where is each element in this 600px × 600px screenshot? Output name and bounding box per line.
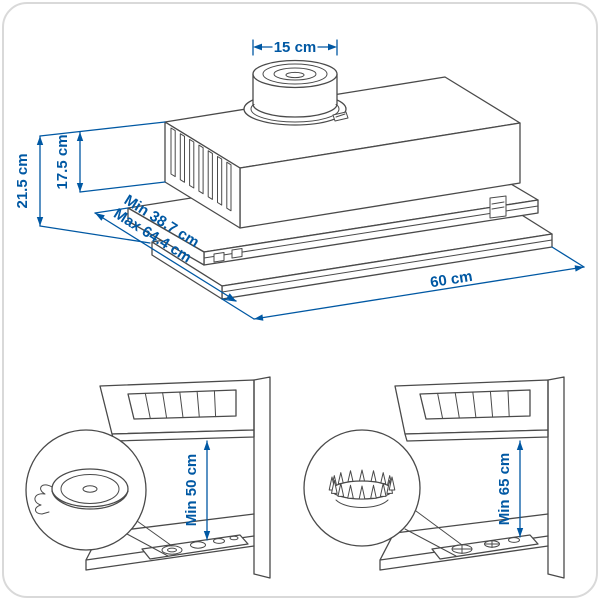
tall-cabinet xyxy=(547,376,565,579)
hood-underside xyxy=(99,379,255,442)
gas-clearance-label: Min 65 cm xyxy=(496,453,513,526)
dim-width: 60 cm xyxy=(221,246,585,321)
power-cord xyxy=(34,484,53,515)
right-end-fitting xyxy=(489,195,507,219)
dim-duct-diameter: 15 cm xyxy=(252,39,338,56)
hood-underside xyxy=(394,379,549,442)
duct-outlet xyxy=(243,59,349,126)
electric-hotplate-inset xyxy=(25,429,173,557)
gas-burner-flames xyxy=(328,469,396,500)
duct-diameter-label: 15 cm xyxy=(274,39,317,56)
gas-hob-scene: Min 65 cm xyxy=(303,376,565,579)
total-height-label: 21.5 cm xyxy=(14,153,31,208)
tall-cabinet xyxy=(253,376,271,579)
electric-clearance-label: Min 50 cm xyxy=(183,454,200,527)
dim-total-height: 21.5 cm xyxy=(14,121,166,244)
dim-min-clearance-gas: Min 65 cm xyxy=(496,440,524,538)
electric-hob-scene: Min 50 cm xyxy=(25,376,271,579)
width-label: 60 cm xyxy=(429,268,474,291)
electric-hob xyxy=(141,534,249,560)
body-height-label: 17.5 cm xyxy=(54,134,71,189)
gas-burner-inset xyxy=(303,429,463,557)
dim-body-height: 17.5 cm xyxy=(54,131,166,193)
dim-min-clearance-electric: Min 50 cm xyxy=(183,440,211,541)
vent-grille xyxy=(170,127,232,212)
hood-isometric-view: 15 cm 21.5 cm 17.5 cm Min 38.7 cm Max 64… xyxy=(14,39,585,321)
hood-body xyxy=(164,76,521,229)
